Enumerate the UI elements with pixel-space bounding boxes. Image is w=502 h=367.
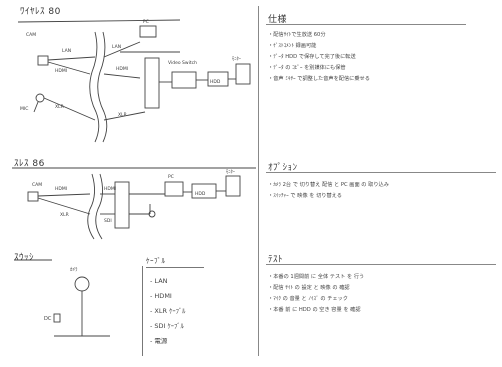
monitor-2 — [226, 176, 240, 196]
label-hdd-1: HDD — [210, 79, 221, 85]
label-camera-bottom: DC — [44, 316, 52, 322]
cable-item: LAN — [150, 274, 185, 289]
spec-list: 配信ｻｲﾄで生放送 60分 ｹﾞｽﾄｺﾒﾝﾄ 録画可能 ﾃﾞｰﾀ HDD で保存… — [268, 30, 494, 85]
option-underline — [266, 172, 496, 173]
spec-underline — [266, 24, 466, 25]
test-item: 配信 ｻｲﾄ の 設定 と 映像 の 確認 — [268, 283, 496, 294]
label-hdmi-3: HDMI — [55, 186, 67, 192]
label-lan-2: LAN — [112, 44, 121, 50]
switcher-2 — [115, 182, 129, 228]
title-underline — [18, 20, 180, 22]
label-monitor-2: ﾓﾆﾀｰ — [226, 169, 236, 175]
mic-1 — [36, 94, 44, 102]
label-video-switch: Video Switch — [168, 60, 197, 66]
camera-1 — [38, 56, 48, 65]
cable-underline — [146, 267, 204, 268]
video-switch-1 — [172, 72, 196, 88]
studio2-diagram: CAM HDMI XLR HDMI SDI PC HDD ﾓﾆﾀｰ — [0, 164, 260, 254]
label-lan-1: LAN — [62, 48, 71, 54]
label-xlr-3: XLR — [60, 212, 69, 218]
option-list: ｶﾒﾗ 2台 で 切り替え 配信 と PC 画面 の 取り込み ｽｲｯﾁｬｰ で… — [268, 180, 496, 202]
wall-line-4 — [96, 174, 103, 239]
test-item: 本番の 1週間前 に 全体 テスト を 行う — [268, 272, 496, 283]
spec-item: ｹﾞｽﾄｺﾒﾝﾄ 録画可能 — [268, 41, 494, 52]
cable-item: SDI ｹｰﾌﾞﾙ — [150, 319, 185, 334]
label-xlr-2: XLR — [118, 112, 127, 118]
cable-list: LAN HDMI XLR ｹｰﾌﾞﾙ SDI ｹｰﾌﾞﾙ 電源 — [150, 274, 185, 349]
test-underline — [266, 264, 496, 265]
label-hdmi-2: HDMI — [116, 66, 128, 72]
label-pc-1: PC — [143, 19, 149, 25]
spec-item: 配信ｻｲﾄで生放送 60分 — [268, 30, 494, 41]
label-sdi: SDI — [104, 218, 112, 224]
cable-item: XLR ｹｰﾌﾞﾙ — [150, 304, 185, 319]
label-monitor-1: ﾓﾆﾀｰ — [232, 56, 242, 62]
label-hdmi-1: HDMI — [55, 68, 67, 74]
studio-diagram: CAM LAN HDMI XLR MIC PC LAN HDMI XLR Vid… — [0, 12, 260, 152]
cable-divider — [142, 266, 143, 356]
label-pc-2: PC — [168, 174, 174, 180]
cable-item: HDMI — [150, 289, 185, 304]
label-cam-2: CAM — [32, 182, 42, 188]
spec-item: ﾃﾞｰﾀ HDD で保存して完了後に転送 — [268, 52, 494, 63]
camera-stand-diagram: ｶﾒﾗ DC — [14, 258, 134, 358]
option-item: ｶﾒﾗ 2台 で 切り替え 配信 と PC 画面 の 取り込み — [268, 180, 496, 191]
spec-item: 音声 ﾐｷｻｰ で調整した音声を配信に乗せる — [268, 74, 494, 85]
test-item: 本番 前 に HDD の 空き 容量 を 確認 — [268, 305, 496, 316]
pc-1 — [140, 26, 156, 37]
pc-2 — [165, 182, 183, 196]
cable-item: 電源 — [150, 334, 185, 349]
label-mic-1: MIC — [20, 106, 28, 112]
test-item: ﾏｲｸ の 音量 と ﾉｲｽﾞ の チェック — [268, 294, 496, 305]
monitor-1 — [236, 64, 250, 84]
spec-item: ﾃﾞｰﾀ の ｺﾋﾟｰ を別媒体にも保管 — [268, 63, 494, 74]
column-divider — [258, 6, 259, 356]
test-list: 本番の 1週間前 に 全体 テスト を 行う 配信 ｻｲﾄ の 設定 と 映像 … — [268, 272, 496, 316]
switcher-1 — [145, 58, 159, 108]
label-cam-1: CAM — [26, 32, 36, 38]
cable-title: ｹｰﾌﾞﾙ — [146, 256, 166, 266]
label-xlr-1: XLR — [55, 104, 64, 110]
wall-line-3 — [88, 174, 95, 239]
label-hdmi-4: HDMI — [104, 186, 116, 192]
camera-2 — [28, 192, 38, 201]
option-item: ｽｲｯﾁｬｰ で 映像 を 切り替える — [268, 191, 496, 202]
label-camera-top: ｶﾒﾗ — [70, 267, 78, 273]
label-hdd-2: HDD — [195, 191, 206, 197]
